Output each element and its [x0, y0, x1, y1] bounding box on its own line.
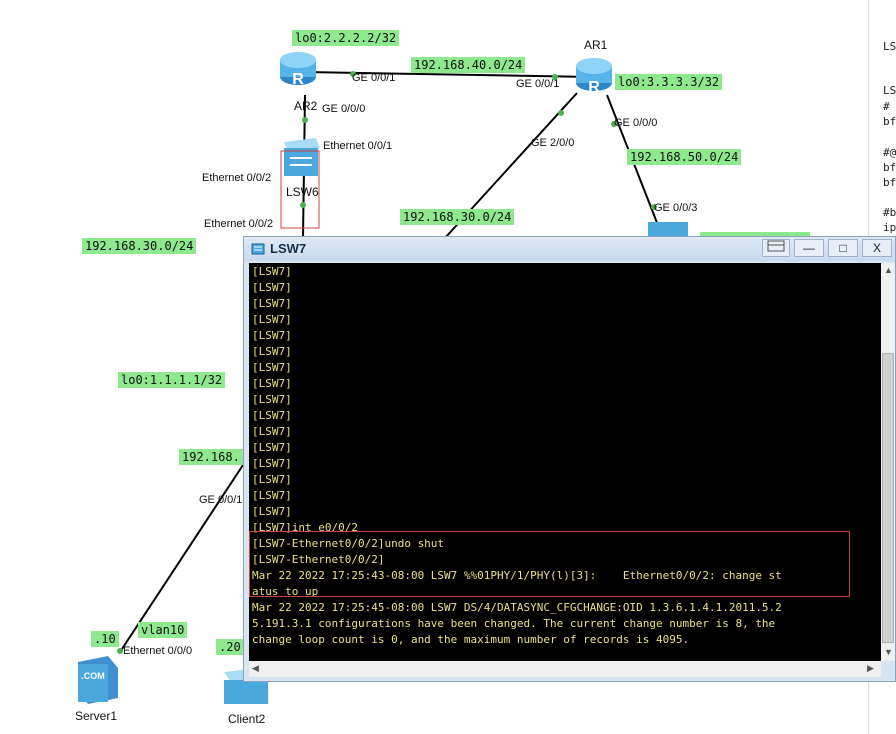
switch-partial-icon[interactable] — [648, 222, 810, 236]
console-line: [LSW7] — [252, 505, 292, 518]
console-line: [LSW7] — [252, 409, 292, 422]
side-text: # — [883, 100, 890, 113]
label-ip-10: .10 — [91, 631, 119, 647]
port-lsw6-eth002-b: Ethernet 0/0/2 — [204, 218, 274, 230]
port-ar1-ge200: GE 2/0/0 — [531, 137, 575, 149]
label-ar2-loopback: lo0:2.2.2.2/32 — [292, 30, 400, 46]
side-text: LS — [883, 84, 896, 97]
port-ar1-ge001: GE 0/0/1 — [516, 78, 560, 90]
port-ar2-ge001: GE 0/0/1 — [352, 72, 396, 84]
console-output[interactable]: [LSW7] [LSW7] [LSW7] [LSW7] [LSW7] [LSW7… — [249, 263, 881, 661]
label-net-40: 192.168.40.0/24 — [411, 57, 526, 73]
label-net-30: 192.168.30.0/24 — [82, 238, 197, 254]
scroll-left-icon[interactable]: ◀ — [252, 663, 259, 673]
side-text: bf — [883, 115, 896, 128]
window-titlebar[interactable]: LSW7 — □ X — [244, 237, 895, 261]
console-line: atus to up — [252, 585, 319, 598]
console-line: [LSW7-Ethernet0/0/2] — [252, 553, 385, 566]
console-line: [LSW7] — [252, 361, 292, 374]
console-line: [LSW7] — [252, 441, 292, 454]
console-line: [LSW7] — [252, 457, 292, 470]
label-net-50: 192.168.50.0/24 — [627, 149, 742, 165]
terminal-icon — [251, 243, 265, 255]
close-button[interactable]: X — [862, 239, 892, 257]
console-line: [LSW7] — [252, 425, 292, 438]
vertical-scrollbar[interactable]: ▲ ▼ — [881, 263, 895, 661]
side-text: #@ — [883, 146, 896, 159]
console-line: Mar 22 2022 17:25:45-08:00 LSW7 DS/4/DAT… — [252, 601, 782, 614]
link-server-left — [119, 464, 244, 653]
port-ge003: GE 0/0/3 — [654, 202, 698, 214]
console-line: [LSW7] — [252, 281, 292, 294]
port-ar2-ge000: GE 0/0/0 — [322, 103, 366, 115]
side-text: #b — [883, 206, 896, 219]
scroll-up-icon[interactable]: ▲ — [884, 265, 893, 275]
device-name-server1: Server1 — [75, 709, 118, 723]
console-line: 5.191.3.1 configurations have been chang… — [252, 617, 776, 630]
port-lsw6-eth001: Ethernet 0/0/1 — [323, 140, 393, 152]
horizontal-scrollbar[interactable]: ◀ ▶ — [249, 661, 881, 677]
window-title: LSW7 — [270, 241, 307, 256]
port-server-eth000: Ethernet 0/0/0 — [123, 645, 193, 657]
device-name-ar1: AR1 — [584, 38, 608, 52]
console-window[interactable]: LSW7 — □ X [LSW7] [LSW7] [LSW7] [LSW7] [… — [243, 236, 896, 682]
device-name-client2: Client2 — [228, 712, 266, 726]
restore-layout-button[interactable] — [762, 239, 790, 257]
device-name-lsw6: LSW6 — [286, 185, 319, 199]
label-lsw-loopback: lo0:1.1.1.1/32 — [118, 372, 226, 388]
port-lsw6-eth002-a: Ethernet 0/0/2 — [202, 172, 272, 184]
console-text: [LSW7] [LSW7] [LSW7] [LSW7] [LSW7] [LSW7… — [249, 263, 881, 648]
console-line: [LSW7] — [252, 473, 292, 486]
console-line: [LSW7] — [252, 393, 292, 406]
console-line: [LSW7] — [252, 313, 292, 326]
console-line: [LSW7]int e0/0/2 — [252, 521, 358, 534]
side-text: ip — [883, 221, 896, 234]
label-net-30-right: 192.168.30.0/24 — [400, 209, 515, 225]
port-ge001-left: GE 0/0/1 — [199, 494, 243, 506]
link-ar1-sw — [606, 94, 664, 239]
console-line: [LSW7] — [252, 377, 292, 390]
switch-lsw6-icon[interactable] — [280, 138, 320, 229]
layout-icon — [767, 240, 785, 252]
console-line: [LSW7] — [252, 265, 292, 278]
console-line: [LSW7] — [252, 297, 292, 310]
server1-icon[interactable]: .COM — [78, 656, 118, 704]
scroll-right-icon[interactable]: ▶ — [867, 663, 874, 673]
side-text: bf — [883, 176, 896, 189]
svg-text:R: R — [292, 71, 304, 88]
console-line: Mar 22 2022 17:25:43-08:00 LSW7 %%01PHY/… — [252, 569, 782, 582]
scroll-down-icon[interactable]: ▼ — [884, 647, 893, 657]
router-ar1-icon[interactable]: R — [576, 58, 612, 96]
scrollbar-thumb[interactable] — [882, 353, 894, 643]
label-vlan10: vlan10 — [138, 622, 188, 638]
console-line: [LSW7] — [252, 329, 292, 342]
label-ip-20: .20 — [216, 639, 244, 655]
console-line: [LSW7] — [252, 345, 292, 358]
side-text: LS — [883, 40, 896, 53]
label-ar1-loopback: lo0:3.3.3.3/32 — [615, 74, 723, 90]
label-net-left: 192.168. — [179, 449, 243, 465]
svg-text:.COM: .COM — [81, 671, 105, 681]
console-line: change loop count is 0, and the maximum … — [252, 633, 690, 646]
console-line: [LSW7] — [252, 489, 292, 502]
router-ar2-icon[interactable]: R — [280, 52, 316, 88]
svg-text:R: R — [588, 79, 600, 96]
side-text: bf — [883, 161, 896, 174]
minimize-button[interactable]: — — [794, 239, 824, 257]
port-ar1-ge000: GE 0/0/0 — [614, 117, 658, 129]
maximize-button[interactable]: □ — [828, 239, 858, 257]
console-line: [LSW7-Ethernet0/0/2]undo shut — [252, 537, 445, 550]
device-name-ar2: AR2 — [294, 99, 318, 113]
